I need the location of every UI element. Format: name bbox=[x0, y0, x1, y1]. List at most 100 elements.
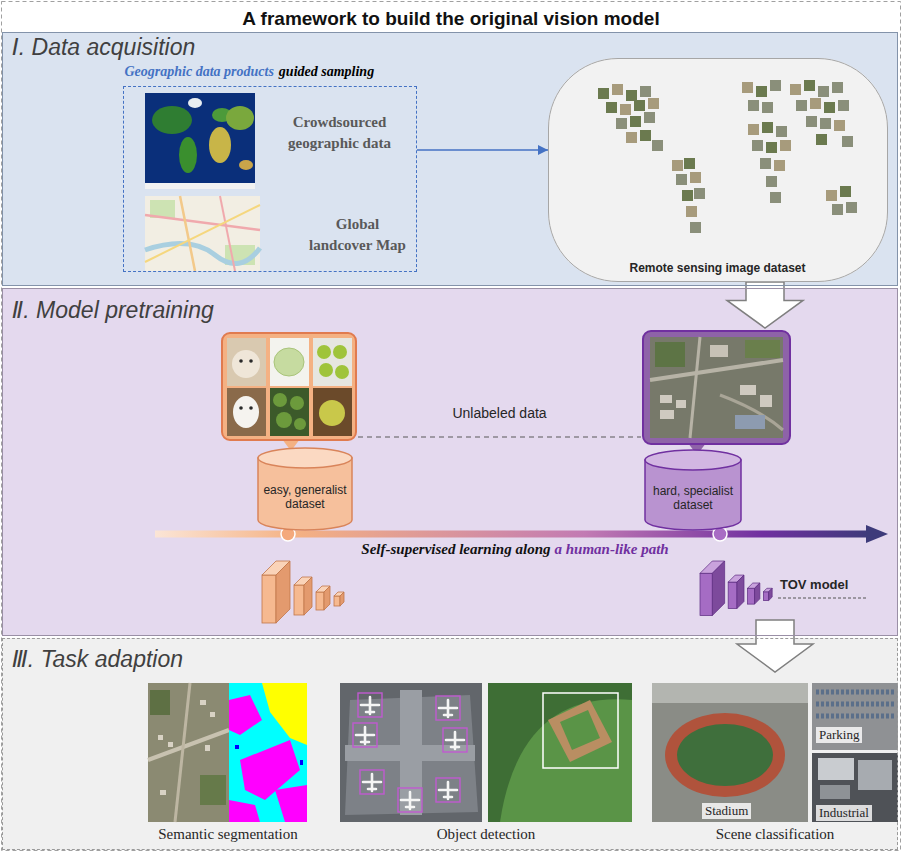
scene-images bbox=[816, 692, 894, 716]
network-icon bbox=[276, 561, 290, 623]
photo-collage bbox=[335, 365, 349, 379]
group-heading: Geographic data products bbox=[125, 64, 274, 80]
baseball-field-image bbox=[488, 683, 632, 822]
section-heading: Ⅲ. Task adaption bbox=[12, 646, 183, 673]
photo-collage bbox=[233, 396, 259, 428]
band-fill bbox=[2, 32, 898, 286]
segmentation-image bbox=[200, 775, 226, 805]
network-icon bbox=[316, 592, 324, 610]
airport-image bbox=[436, 778, 460, 802]
learning-path-arrow bbox=[866, 525, 888, 543]
network-icon bbox=[712, 561, 724, 616]
class-tag: Industrial bbox=[816, 805, 872, 821]
world-map-thumbnail bbox=[145, 93, 255, 189]
aerial-photo bbox=[660, 395, 672, 403]
aerial-photo bbox=[650, 360, 783, 380]
photo-collage bbox=[313, 338, 352, 386]
scene-images bbox=[818, 758, 854, 780]
section-heading: Ⅰ. Data acquisition bbox=[12, 34, 195, 61]
scene-images bbox=[812, 753, 898, 822]
class-tag: Parking bbox=[816, 727, 862, 743]
baseball-field-image bbox=[543, 693, 618, 768]
segmentation-image bbox=[229, 683, 307, 822]
task-caption: Semantic segmentation bbox=[128, 826, 328, 843]
image-world-map bbox=[548, 58, 888, 282]
aerial-photo bbox=[690, 337, 700, 438]
aerial-photo bbox=[760, 395, 772, 407]
dataset-label: Remote sensing image dataset bbox=[548, 261, 888, 275]
section-band: Geographic data productsguided samplingC… bbox=[2, 32, 898, 286]
network-icon bbox=[737, 575, 744, 608]
image-world-map bbox=[612, 82, 845, 217]
network-icon bbox=[304, 577, 312, 615]
network-icon bbox=[324, 586, 330, 610]
aerial-photo bbox=[650, 337, 783, 438]
baseball-field-image bbox=[548, 700, 612, 762]
network-icon bbox=[262, 561, 344, 623]
segmentation-image bbox=[235, 745, 239, 749]
photo-collage bbox=[274, 348, 304, 376]
world-map-thumbnail bbox=[179, 137, 197, 173]
world-map-thumbnail bbox=[239, 160, 253, 170]
flow-arrow bbox=[737, 620, 813, 672]
segmentation-image bbox=[175, 683, 190, 822]
world-map-thumbnail bbox=[145, 93, 255, 189]
group-heading: guided sampling bbox=[279, 64, 374, 80]
photo-collage bbox=[319, 400, 345, 426]
network-icon bbox=[728, 582, 737, 608]
airport-image bbox=[358, 693, 382, 717]
aerial-photo bbox=[676, 400, 686, 408]
scene-images bbox=[665, 713, 785, 797]
segmentation-image bbox=[148, 683, 229, 822]
scene-images bbox=[652, 683, 808, 822]
source-box: Geographic data productsguided samplingC… bbox=[123, 86, 417, 272]
photo-collage bbox=[239, 406, 243, 410]
street-map-thumbnail bbox=[145, 196, 260, 271]
street-map-thumbnail bbox=[145, 215, 260, 230]
street-map-thumbnail bbox=[220, 196, 235, 271]
world-map-thumbnail bbox=[209, 127, 231, 163]
photo-collage bbox=[270, 338, 309, 386]
dataset-cylinder: easy, generalist dataset bbox=[218, 329, 358, 543]
task-caption: Scene classification bbox=[675, 826, 875, 843]
scene-images bbox=[652, 683, 808, 703]
image-world-map bbox=[548, 58, 888, 282]
aerial-photo bbox=[643, 331, 790, 455]
segmentation-image bbox=[148, 730, 229, 760]
photo-collage bbox=[227, 388, 266, 436]
network-icon bbox=[763, 592, 768, 601]
photo-collage bbox=[294, 418, 306, 430]
network-icon bbox=[340, 592, 344, 606]
airport-image bbox=[443, 728, 467, 752]
world-map-thumbnail bbox=[152, 106, 192, 134]
aerial-photo bbox=[655, 342, 685, 367]
cylinder-top bbox=[258, 448, 352, 468]
section-band: easy, generalist dataset hard, specialist… bbox=[2, 288, 898, 636]
scene-images bbox=[652, 683, 898, 822]
aerial-photo bbox=[735, 415, 765, 429]
band-fill bbox=[2, 288, 898, 636]
network-icon bbox=[755, 583, 760, 604]
source-label: Global landcover Map bbox=[306, 214, 410, 258]
aerial-photo bbox=[643, 331, 790, 444]
photo-collage bbox=[270, 388, 309, 436]
segmentation-image bbox=[229, 695, 262, 735]
photo-collage bbox=[222, 333, 356, 440]
network-icon bbox=[769, 588, 773, 600]
airport-image bbox=[340, 683, 482, 822]
image-world-map bbox=[616, 80, 857, 233]
dataset-label: easy, generalist dataset bbox=[258, 483, 352, 512]
photo-collage bbox=[313, 388, 352, 436]
path-label: a human-like path bbox=[554, 541, 668, 558]
airport-image bbox=[353, 723, 377, 747]
class-tag: Stadium bbox=[702, 803, 751, 819]
airport-image bbox=[436, 696, 460, 720]
photo-collage bbox=[222, 333, 356, 451]
network-icon bbox=[700, 561, 772, 616]
dataset-label: hard, specialist dataset bbox=[645, 484, 741, 513]
band-fill bbox=[2, 638, 898, 850]
